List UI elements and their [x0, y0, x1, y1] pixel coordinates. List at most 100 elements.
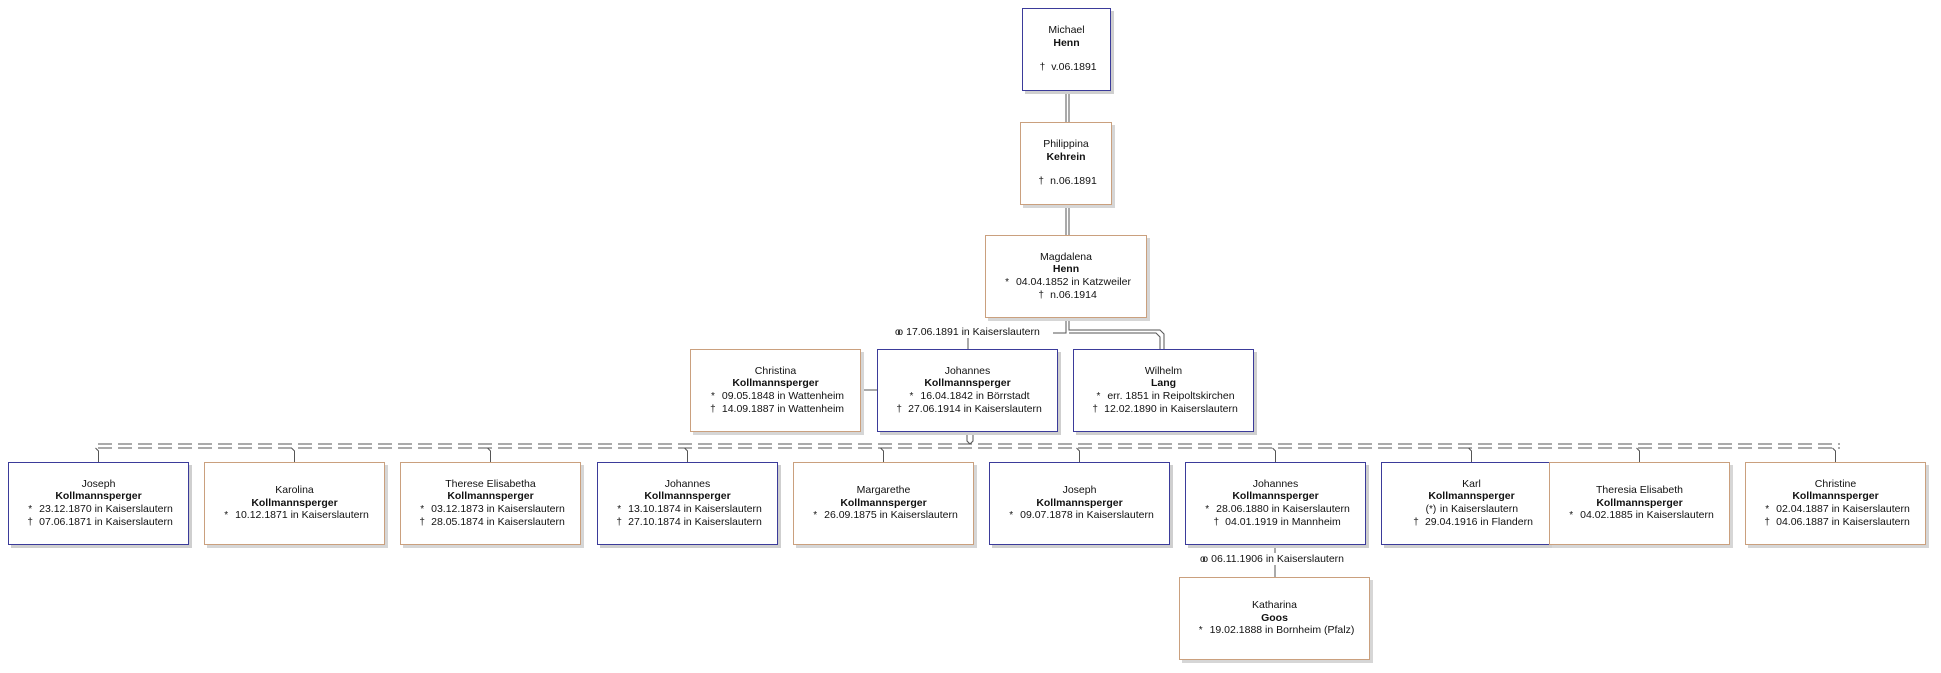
surname: Kollmannsperger — [1232, 490, 1319, 502]
surname: Lang — [1150, 377, 1177, 389]
surname: Henn — [1053, 36, 1080, 49]
life-event: † n.06.1891 — [1035, 175, 1097, 189]
death-cross-icon: † — [1038, 290, 1044, 301]
connector-line — [966, 432, 974, 445]
child-drop-line — [1468, 447, 1472, 462]
life-event: † 27.06.1914 in Kaiserslautern — [893, 403, 1041, 417]
event-text: 03.12.1873 in Kaiserslautern — [428, 502, 565, 515]
event-text: 12.02.1890 in Kaiserslautern — [1101, 403, 1238, 415]
given-name: Johannes — [664, 477, 711, 490]
life-event: * 26.09.1875 in Kaiserslautern — [809, 509, 958, 523]
event-text: 02.04.1887 in Kaiserslautern — [1773, 502, 1910, 515]
child-drop-line — [1636, 447, 1640, 462]
connector-line — [1053, 318, 1067, 334]
event-text: 28.06.1880 in Kaiserslautern — [1213, 502, 1350, 515]
death-cross-icon: † — [1038, 176, 1044, 188]
birth-star-icon: * — [224, 510, 229, 522]
surname: Kollmannsperger — [251, 496, 338, 509]
given-name: Theresia Elisabeth — [1596, 484, 1683, 497]
event-text: n.06.1891 — [1047, 175, 1097, 188]
event-text: 14.09.1887 in Wattenheim — [718, 403, 845, 415]
event-text: 04.02.1885 in Kaiserslautern — [1577, 509, 1714, 522]
surname: Kollmannsperger — [732, 377, 819, 389]
death-cross-icon: † — [1092, 404, 1098, 415]
event-text: 26.09.1875 in Kaiserslautern — [821, 509, 958, 522]
child-drop-line — [1272, 447, 1276, 462]
life-event: (*) in Kaiserslautern — [1425, 503, 1518, 517]
surname: Kollmannsperger — [1428, 490, 1515, 502]
given-name: Therese Elisabetha — [445, 477, 536, 490]
life-event: † 04.01.1919 in Mannheim — [1210, 516, 1340, 530]
given-name: Magdalena — [1040, 250, 1092, 263]
life-event: * err. 1851 in Reipoltskirchen — [1092, 390, 1234, 404]
surname: Kollmannsperger — [924, 377, 1011, 389]
given-name: Johannes — [1252, 477, 1299, 490]
death-cross-icon: † — [27, 517, 33, 528]
event-text: 19.02.1888 in Bornheim (Pfalz) — [1206, 624, 1355, 637]
event-text: 27.10.1874 in Kaiserslautern — [625, 516, 762, 528]
life-event: * 10.12.1871 in Kaiserslautern — [220, 509, 369, 523]
life-event: * 03.12.1873 in Kaiserslautern — [416, 503, 565, 517]
life-event: * 23.12.1870 in Kaiserslautern — [24, 503, 173, 517]
death-cross-icon: † — [1764, 517, 1770, 528]
birth-star-icon: * — [1765, 503, 1770, 515]
life-event: † 04.06.1887 in Kaiserslautern — [1761, 516, 1910, 530]
life-event: † n.06.1914 — [1035, 289, 1097, 303]
life-event: * 04.02.1885 in Kaiserslautern — [1565, 509, 1714, 523]
event-text: n.06.1914 — [1047, 289, 1097, 301]
death-cross-icon: † — [616, 517, 622, 528]
surname: Kollmannsperger — [1596, 496, 1683, 509]
surname: Kollmannsperger — [644, 490, 731, 502]
life-event: † 07.06.1871 in Kaiserslautern — [24, 516, 172, 530]
life-event: † v.06.1891 — [1036, 61, 1097, 75]
given-name: Michael — [1048, 24, 1085, 37]
event-text: 04.06.1887 in Kaiserslautern — [1773, 516, 1910, 528]
event-text: 10.12.1871 in Kaiserslautern — [232, 509, 369, 522]
event-text: 28.05.1874 in Kaiserslautern — [428, 516, 565, 528]
child-drop-line — [1832, 447, 1836, 462]
surname: Kollmannsperger — [55, 490, 142, 502]
birth-star-icon: * — [1205, 503, 1210, 515]
marriage-rings-icon: oo — [895, 327, 903, 338]
birth-star-icon: * — [909, 390, 914, 402]
life-event: * 16.04.1842 in Börrstadt — [905, 390, 1030, 404]
event-text: 04.04.1852 in Katzweiler — [1013, 275, 1131, 288]
birth-star-icon: * — [28, 503, 33, 515]
surname: Kehrein — [1046, 150, 1086, 163]
given-name: Wilhelm — [1144, 364, 1183, 377]
connector-line — [1068, 318, 1165, 349]
life-event: † 28.05.1874 in Kaiserslautern — [416, 516, 565, 530]
life-event: † 12.02.1890 in Kaiserslautern — [1089, 403, 1238, 417]
birth-star-icon: * — [710, 390, 715, 402]
marriage-date: 17.06.1891 in Kaiserslautern — [906, 326, 1040, 338]
given-name: Johannes — [944, 364, 991, 377]
birth-star-icon: * — [420, 503, 425, 515]
birth-star-icon: * — [1009, 510, 1014, 522]
surname: Kollmannsperger — [1792, 490, 1879, 502]
event-text: 09.07.1878 in Kaiserslautern — [1017, 509, 1154, 522]
given-name: Karolina — [275, 484, 314, 497]
death-cross-icon: † — [710, 404, 716, 415]
child-drop-line — [880, 447, 884, 462]
child-drop-line — [487, 447, 491, 462]
